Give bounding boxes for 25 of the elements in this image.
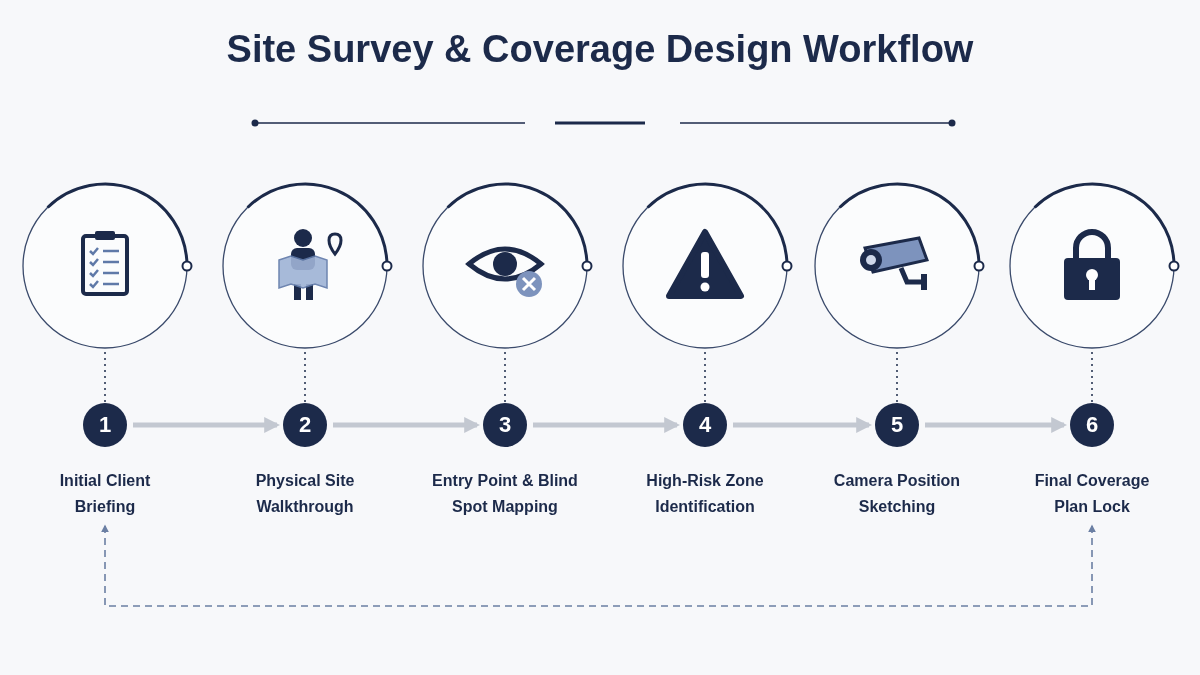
arrow <box>733 417 873 433</box>
arrow <box>533 417 681 433</box>
connector-line <box>1091 351 1093 404</box>
connector-line <box>704 351 706 404</box>
step-label: Initial Client Briefing <box>35 468 175 522</box>
step-number: 3 <box>483 403 527 447</box>
step-number: 6 <box>1070 403 1114 447</box>
connector-line <box>304 351 306 404</box>
step-label: Entry Point & Blind Spot Mapping <box>426 468 584 522</box>
step-label: High-Risk Zone Identification <box>630 468 780 522</box>
step-label: Camera Position Sketching <box>822 468 972 522</box>
step-number: 4 <box>683 403 727 447</box>
connector-line <box>896 351 898 404</box>
step-number: 2 <box>283 403 327 447</box>
step-label: Physical Site Walkthrough <box>235 468 375 522</box>
step-number: 5 <box>875 403 919 447</box>
arrow <box>133 417 281 433</box>
arrow <box>101 524 1096 607</box>
step-number: 1 <box>83 403 127 447</box>
arrow <box>925 417 1068 433</box>
step-label: Final Coverage Plan Lock <box>1022 468 1162 522</box>
title: Site Survey & Coverage Design Workflow <box>226 28 974 71</box>
arrow <box>333 417 481 433</box>
connector-line <box>504 351 506 404</box>
connector-line <box>104 351 106 404</box>
